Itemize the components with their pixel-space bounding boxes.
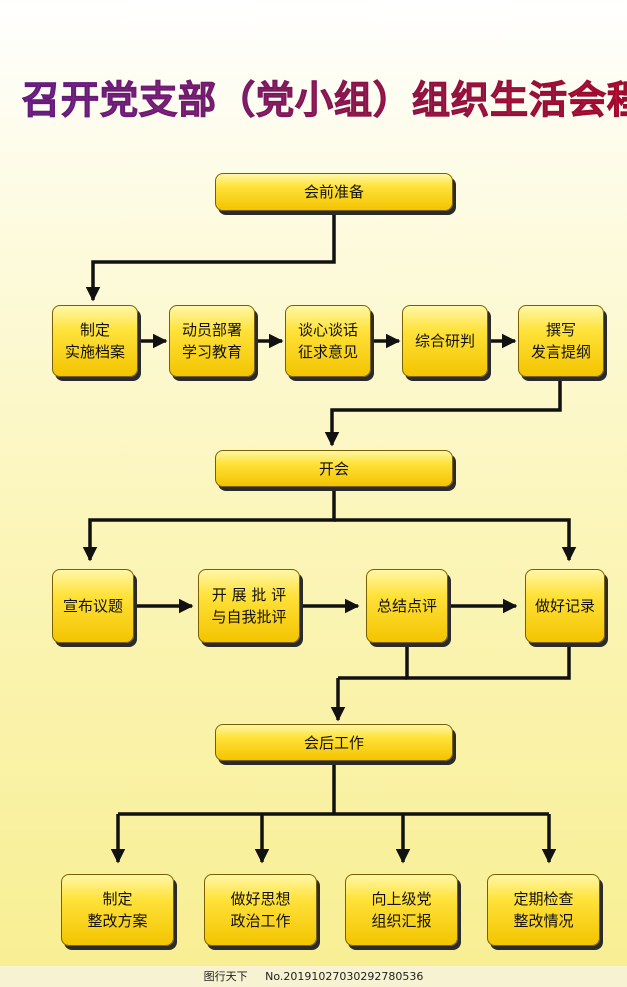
meeting-step-3: 总结点评 — [366, 569, 448, 643]
stage-after: 会后工作 — [215, 724, 453, 761]
connector-prep-to-meeting — [324, 378, 562, 447]
after-step-4: 定期检查 整改情况 — [487, 874, 600, 946]
page-title: 召开党支部（党小组）组织生活会程序图 — [22, 70, 627, 130]
prep-step-2: 动员部署 学习教育 — [169, 305, 255, 377]
connector-meeting-split — [82, 487, 336, 562]
footer-brand: 图行天下 — [203, 970, 248, 983]
prep-step-3: 谈心谈话 征求意见 — [285, 305, 371, 377]
meeting-step-2: 开 展 批 评 与自我批评 — [198, 569, 300, 643]
after-step-3: 向上级党 组织汇报 — [345, 874, 458, 946]
meeting-step-1: 宣布议题 — [52, 569, 134, 643]
watermark-footer: 图行天下 No.20191027030292780536 — [0, 966, 627, 987]
footer-number: No.20191027030292780536 — [265, 970, 424, 983]
stage-meeting: 开会 — [215, 450, 453, 487]
prep-step-1: 制定 实施档案 — [52, 305, 138, 377]
meeting-step-4: 做好记录 — [525, 569, 605, 643]
prep-step-5: 撰写 发言提纲 — [518, 305, 604, 377]
connector-prep-down — [85, 210, 336, 302]
stage-prep: 会前准备 — [215, 173, 453, 211]
prep-step-4: 综合研判 — [402, 305, 488, 377]
connector-meeting-merge — [405, 645, 571, 680]
after-step-2: 做好思想 政治工作 — [204, 874, 317, 946]
after-step-1: 制定 整改方案 — [61, 874, 174, 946]
